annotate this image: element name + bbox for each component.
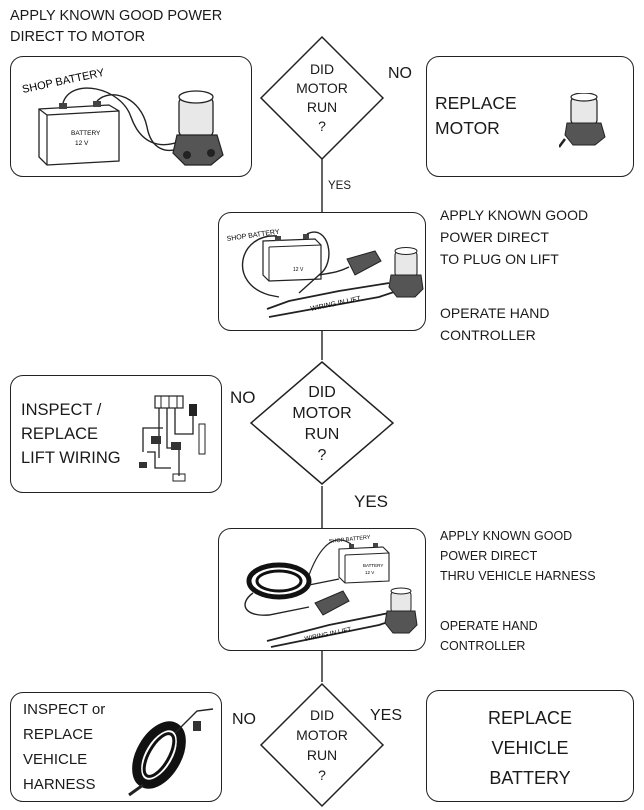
inspect-vehicle-harness-box: INSPECT or REPLACE VEHICLE HARNESS — [10, 692, 222, 802]
decision1-yes-label: YES — [328, 176, 351, 196]
vehicle-harness-illustration: SHOP BATTERY BATTERY 12 V WIRING IN LIFT — [219, 529, 427, 652]
decision1-line-1: DID — [259, 60, 385, 79]
battery-volt-text: 12 V — [75, 140, 89, 147]
decision1-no-label: NO — [388, 64, 412, 84]
step3-instruction: APPLY KNOWN GOOD POWER DIRECT THRU VEHIC… — [440, 526, 596, 586]
decision3-line-3: RUN — [259, 746, 385, 765]
wiring-harness-icon — [135, 388, 215, 484]
step3-battery-volt: 12 V — [365, 570, 374, 575]
decision1-line-3: RUN — [259, 98, 385, 117]
vehicle-harness-icon — [119, 705, 219, 797]
battery-motor-illustration: SHOP BATTERY BATTERY 12 V — [11, 57, 253, 178]
replace-battery-line-2: VEHICLE — [427, 733, 633, 763]
decision2-no-label: NO — [230, 388, 256, 408]
decision2-line-4: ? — [249, 445, 395, 466]
replace-battery-line-3: BATTERY — [427, 763, 633, 793]
lift-wiring-illustration: SHOP BATTERY 12 V WIRING IN LIFT — [219, 213, 427, 332]
top-instruction: APPLY KNOWN GOOD POWER DIRECT TO MOTOR — [10, 6, 222, 48]
step1-illustration-box: SHOP BATTERY BATTERY 12 V — [10, 56, 252, 177]
decision1-line-2: MOTOR — [259, 79, 385, 98]
decision-did-motor-run-1: DID MOTOR RUN ? — [259, 35, 385, 161]
replace-battery-line-1: REPLACE — [427, 703, 633, 733]
decision2-line-1: DID — [249, 382, 395, 403]
step2-battery-volt: 12 V — [293, 267, 304, 273]
replace-motor-text: REPLACE MOTOR — [435, 91, 517, 141]
inspect-lift-wiring-box: INSPECT / REPLACE LIFT WIRING — [10, 375, 222, 493]
battery-title-text: SHOP BATTERY — [21, 67, 106, 96]
decision3-line-4: ? — [259, 766, 385, 785]
step2-instruction: APPLY KNOWN GOOD POWER DIRECT TO PLUG ON… — [440, 204, 588, 270]
inspect-harness-text: INSPECT or REPLACE VEHICLE HARNESS — [23, 697, 105, 797]
step3-battery-label: BATTERY — [363, 563, 383, 568]
replace-motor-box: REPLACE MOTOR — [426, 56, 634, 177]
inspect-lift-wiring-text: INSPECT / REPLACE LIFT WIRING — [21, 398, 121, 470]
step2-illustration-box: SHOP BATTERY 12 V WIRING IN LIFT — [218, 212, 426, 331]
step3-illustration-box: SHOP BATTERY BATTERY 12 V WIRING IN LIFT — [218, 528, 426, 651]
decision3-line-2: MOTOR — [259, 726, 385, 745]
battery-label-text: BATTERY — [71, 130, 101, 137]
replace-battery-box: REPLACE VEHICLE BATTERY — [426, 690, 634, 802]
decision3-line-1: DID — [259, 706, 385, 725]
decision2-line-2: MOTOR — [249, 403, 395, 424]
decision3-yes-label: YES — [370, 706, 402, 726]
decision2-line-3: RUN — [249, 424, 395, 445]
step3-operate: OPERATE HAND CONTROLLER — [440, 616, 538, 656]
decision2-yes-label: YES — [354, 492, 388, 512]
step2-wiring-label: WIRING IN LIFT — [310, 295, 362, 313]
decision1-line-4: ? — [259, 117, 385, 136]
motor-icon — [559, 93, 609, 149]
step2-operate: OPERATE HAND CONTROLLER — [440, 302, 549, 346]
decision-did-motor-run-2: DID MOTOR RUN ? — [249, 360, 395, 486]
decision3-no-label: NO — [232, 710, 256, 730]
decision-did-motor-run-3: DID MOTOR RUN ? — [259, 682, 385, 808]
